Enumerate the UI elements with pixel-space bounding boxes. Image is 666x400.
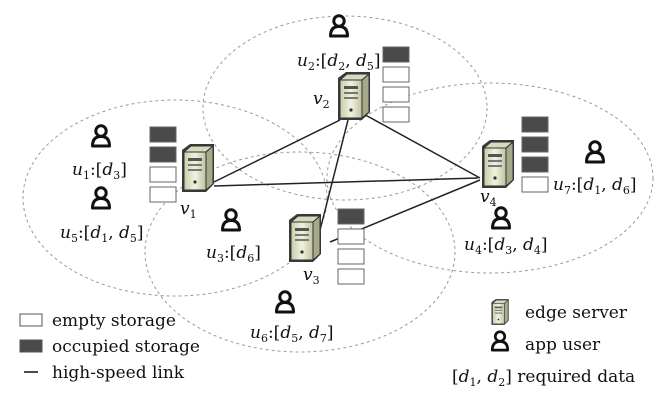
legend-edge-server-label: edge server: [525, 303, 628, 323]
app-user-u4-icon: [491, 206, 511, 230]
legend-occupied-storage-swatch: [19, 339, 43, 353]
user-label-u1: u1:[d3]: [72, 160, 127, 182]
legend-required-data-label: [d1, d2] required data: [452, 367, 635, 389]
storage-slot-v1-2: [149, 146, 177, 163]
edge-server-v1-icon: [181, 143, 215, 193]
edge-server-v4-icon: [481, 139, 515, 189]
storage-slot-v2-1: [382, 46, 410, 63]
server-label-v3: v3: [303, 265, 320, 287]
app-user-u5-icon: [91, 186, 111, 210]
user-label-u5: u5:[d1, d5]: [60, 223, 144, 245]
user-labels: u1:[d3] u5:[d1, d5] u2:[d2, d5] u3:[d6] …: [60, 51, 637, 345]
server-labels: v1 v2 v3 v4: [180, 89, 497, 287]
link-v1-v4: [213, 177, 479, 187]
user-label-u6: u6:[d5, d7]: [250, 323, 334, 345]
storage-slot-v3-3: [337, 248, 365, 265]
link-v1-v2: [213, 119, 341, 183]
legend-occupied-storage-label: occupied storage: [52, 337, 200, 357]
edge-server-v2-icon: [337, 71, 371, 121]
storage-stacks: [149, 46, 549, 285]
server-label-v1: v1: [180, 199, 197, 221]
storage-slot-v2-4: [382, 106, 410, 123]
storage-slot-v4-2: [521, 136, 549, 153]
app-user-u3-icon: [221, 208, 241, 232]
storage-slot-v3-2: [337, 228, 365, 245]
storage-slot-v4-4: [521, 176, 549, 193]
storage-slot-v1-3: [149, 166, 177, 183]
storage-slot-v4-3: [521, 156, 549, 173]
legend-empty-storage-swatch: [19, 313, 43, 327]
user-label-u3: u3:[d6]: [206, 243, 261, 265]
user-label-u4: u4:[d3, d4]: [464, 235, 548, 257]
coverage-area-v1: [22, 99, 328, 297]
user-label-u7: u7:[d1, d6]: [553, 175, 637, 197]
storage-slot-v1-1: [149, 126, 177, 143]
legend-app-user-label: app user: [525, 335, 601, 355]
coverage-area-v3: [144, 151, 456, 353]
legend-empty-storage-label: empty storage: [52, 311, 176, 331]
legend-app-user-icon: [490, 330, 510, 352]
legend-edge-server-icon: [491, 298, 509, 326]
storage-slot-v2-3: [382, 86, 410, 103]
storage-slot-v3-4: [337, 268, 365, 285]
link-v2-v3: [317, 119, 349, 239]
legend-right: edge server app user [d1, d2] required d…: [452, 298, 635, 389]
app-user-u6-icon: [275, 290, 295, 314]
storage-slot-v4-1: [521, 116, 549, 133]
app-user-u1-icon: [91, 124, 111, 148]
links: [213, 111, 481, 243]
app-user-u7-icon: [585, 140, 605, 164]
legend-link-label: high-speed link: [52, 363, 185, 383]
link-v2-v4: [359, 111, 481, 179]
coverage-area-v2: [202, 15, 488, 201]
server-label-v2: v2: [313, 89, 330, 111]
coverage-area-v4: [326, 82, 654, 274]
app-user-u2-icon: [329, 14, 349, 38]
server-label-v4: v4: [480, 187, 497, 209]
edge-server-v3-icon: [288, 213, 322, 263]
storage-slot-v3-1: [337, 208, 365, 225]
coverage-areas: [22, 15, 654, 353]
legend-left: empty storage occupied storage high-spee…: [19, 311, 200, 383]
storage-slot-v2-2: [382, 66, 410, 83]
user-label-u2: u2:[d2, d5]: [297, 51, 381, 73]
storage-slot-v1-4: [149, 186, 177, 203]
